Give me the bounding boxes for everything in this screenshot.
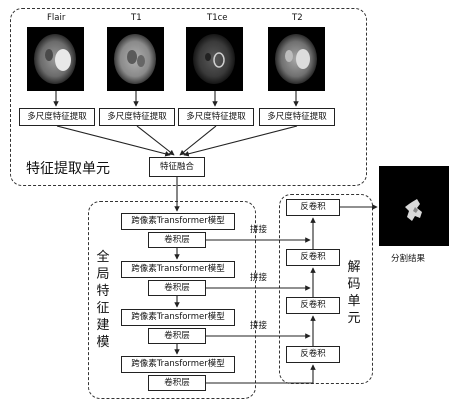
conv-layer-1: 卷积层	[148, 232, 206, 248]
conv-layer-2: 卷积层	[148, 280, 206, 296]
segmentation-result-label: 分割结果	[391, 254, 426, 264]
multiscale-extraction-box-t2: 多尺度特征提取	[259, 108, 335, 126]
transformer-block-3: 跨像素Transformer模型	[121, 309, 235, 326]
conv-layer-3: 卷积层	[148, 328, 206, 344]
segmentation-result-image	[379, 166, 449, 246]
feature-fusion-box: 特征融合	[149, 157, 205, 177]
mri-image-t1ce	[186, 27, 243, 91]
mri-image-t1	[107, 27, 164, 91]
skip-connection-label-3: 拼接	[250, 321, 268, 331]
global-feature-modeling-label: 全 局 特 征 建 模	[96, 250, 110, 350]
feature-extraction-unit-label: 特征提取单元	[26, 161, 110, 177]
skip-connection-label-1: 拼接	[250, 225, 268, 235]
deconv-block-2: 反卷积	[286, 249, 340, 266]
global-feature-modeling-region	[88, 201, 256, 399]
modality-label-t1ce: T1ce	[207, 13, 228, 23]
decoder-region	[279, 194, 373, 384]
transformer-block-1: 跨像素Transformer模型	[121, 213, 235, 230]
multiscale-extraction-box-t1ce: 多尺度特征提取	[178, 108, 254, 126]
feature-extraction-region	[10, 8, 367, 186]
transformer-block-2: 跨像素Transformer模型	[121, 261, 235, 278]
conv-layer-4: 卷积层	[148, 375, 206, 391]
deconv-block-1: 反卷积	[286, 199, 340, 216]
multiscale-extraction-box-flair: 多尺度特征提取	[19, 108, 95, 126]
transformer-block-4: 跨像素Transformer模型	[121, 356, 235, 373]
deconv-block-3: 反卷积	[286, 297, 340, 314]
modality-label-flair: Flair	[47, 13, 66, 23]
decoder-unit-label: 解 码 单 元	[347, 260, 361, 326]
mri-image-t2	[268, 27, 325, 91]
mri-image-flair	[27, 27, 84, 91]
modality-label-t2: T2	[292, 13, 303, 23]
skip-connection-label-2: 拼接	[250, 273, 268, 283]
deconv-block-4: 反卷积	[286, 346, 340, 363]
multiscale-extraction-box-t1: 多尺度特征提取	[99, 108, 175, 126]
modality-label-t1: T1	[131, 13, 142, 23]
